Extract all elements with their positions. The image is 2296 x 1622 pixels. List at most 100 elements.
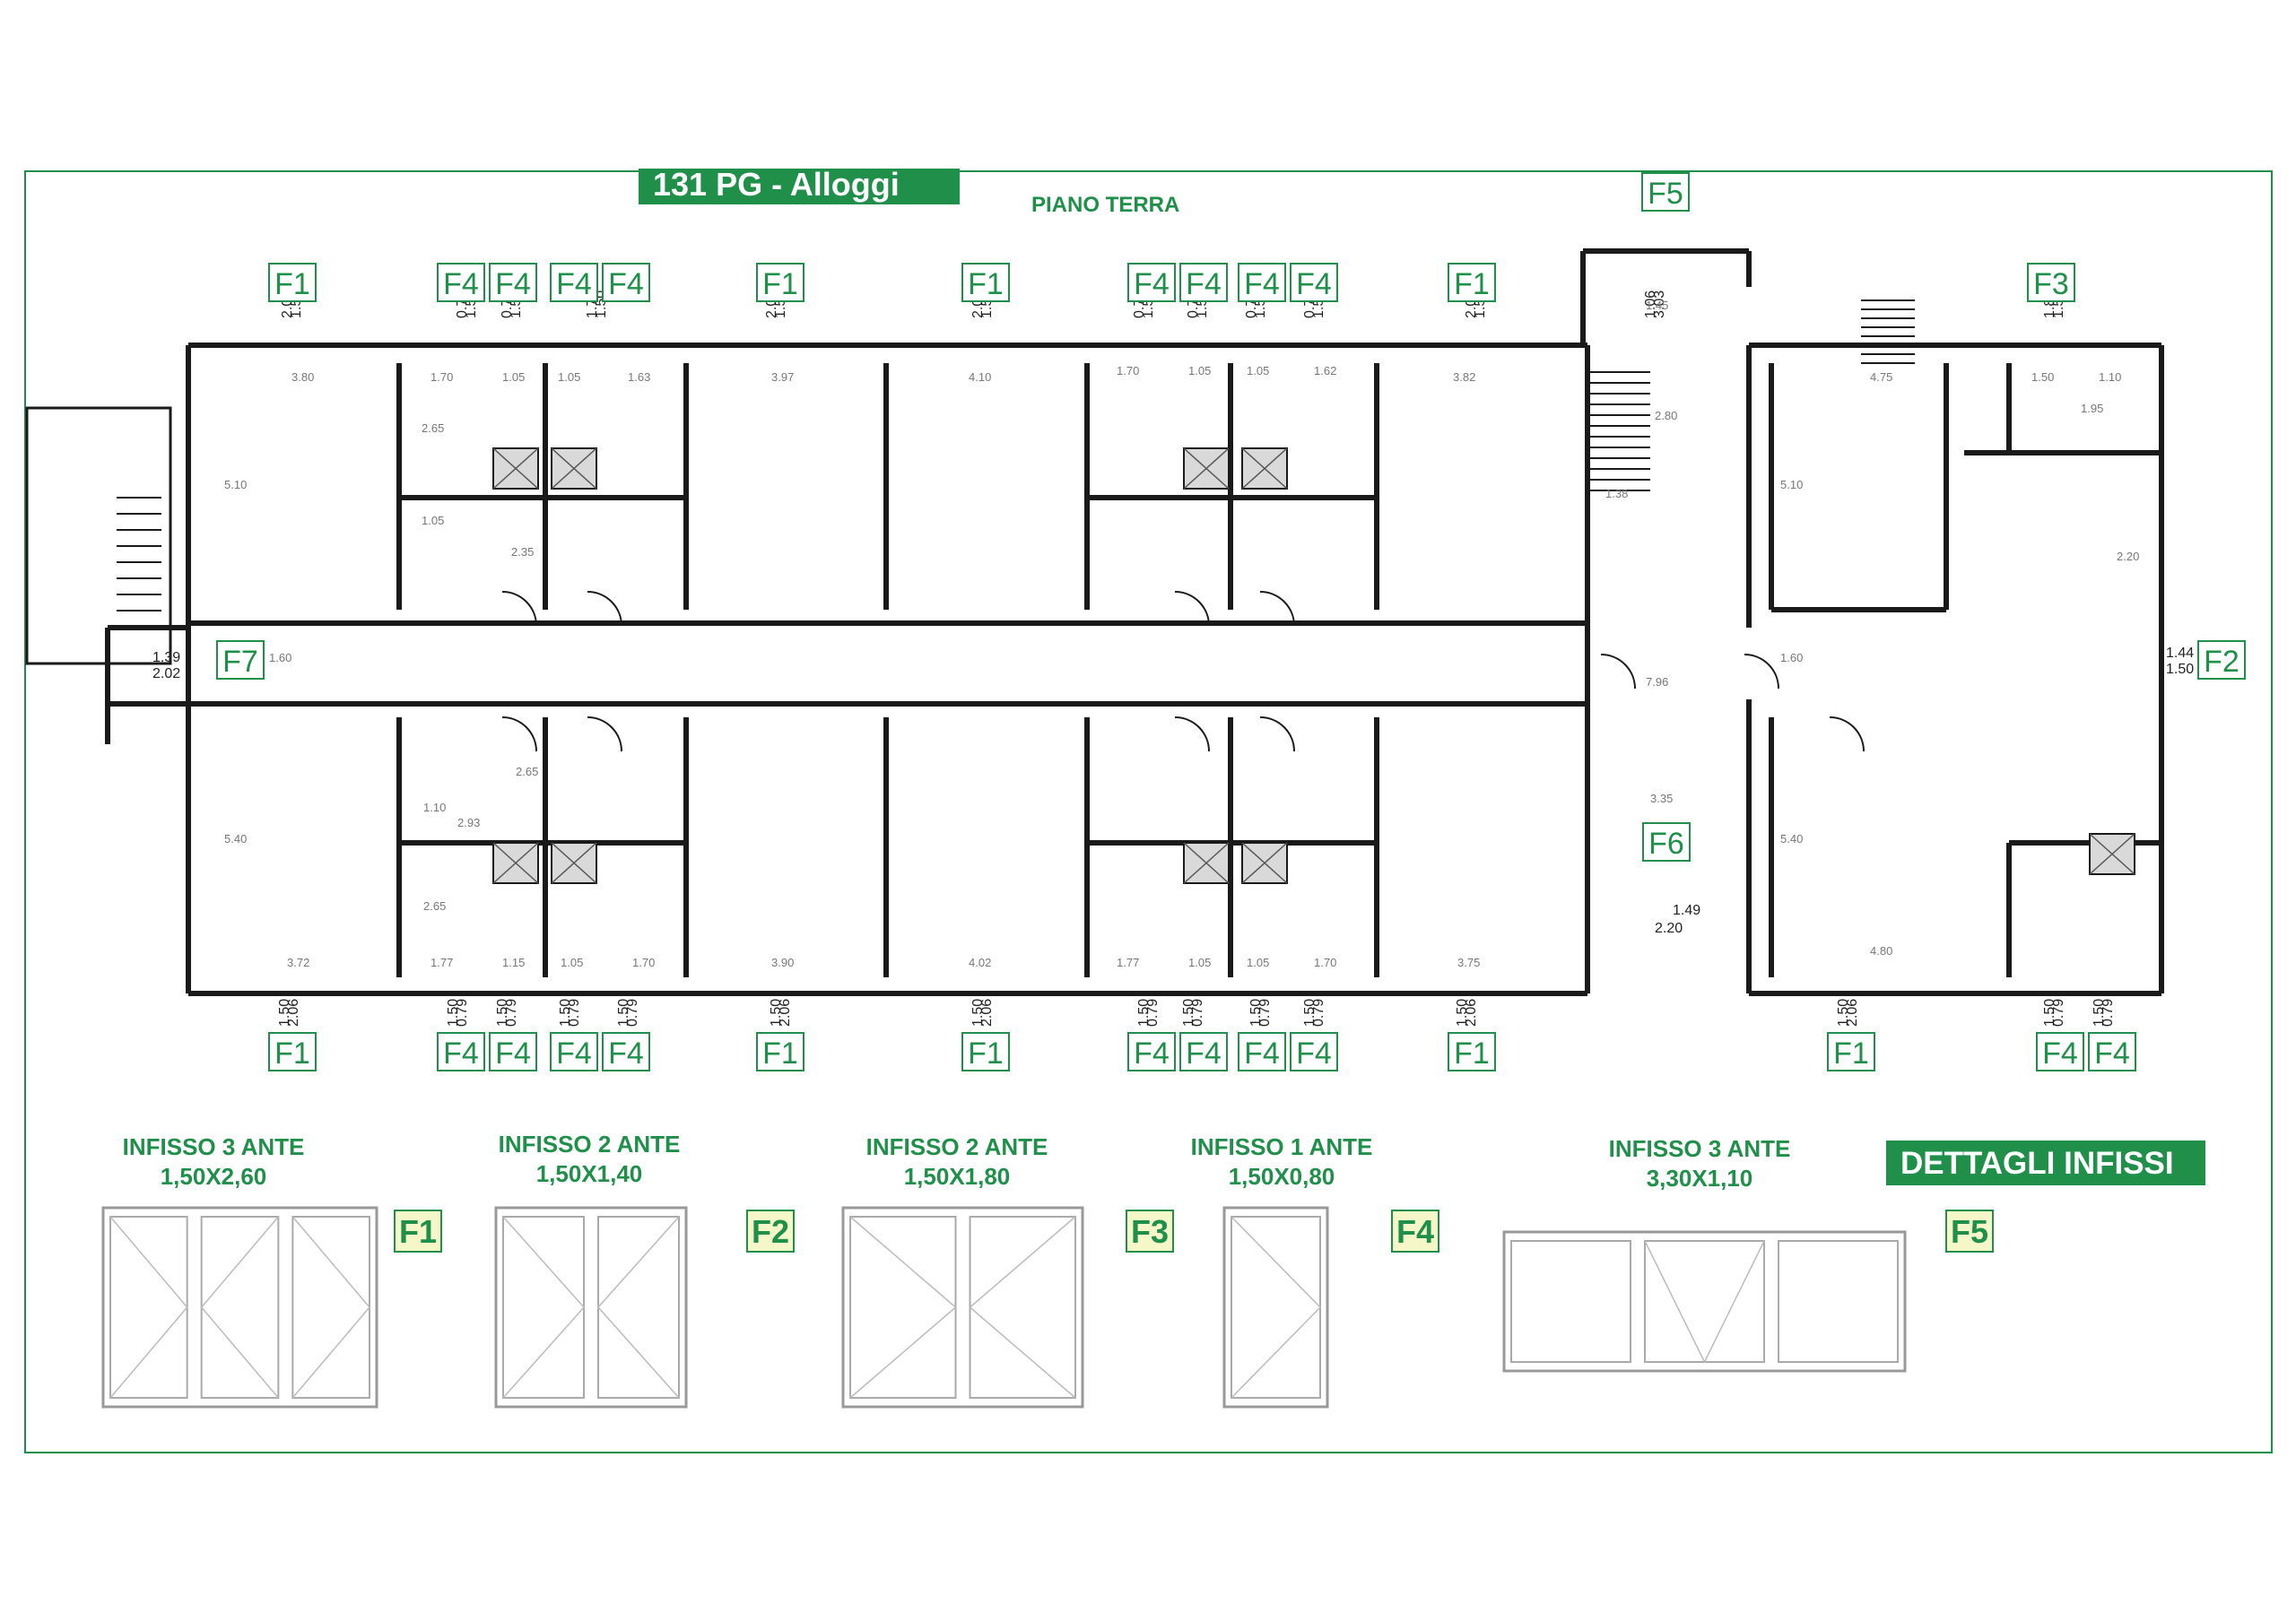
room-dimension: 1.70 (1117, 364, 1139, 377)
room-dimension: 2.65 (516, 765, 538, 778)
window-tag-bottom: F4 (1134, 1037, 1170, 1071)
room-dimension: 1.05 (1247, 956, 1269, 969)
window-tag-side-box (216, 640, 265, 680)
dimension-label: 0.79 (455, 999, 470, 1027)
window-sash (1778, 1240, 1899, 1363)
window-sash (1231, 1216, 1321, 1399)
dimension-label: 1.50 (495, 999, 510, 1027)
dimension-label: 1.39 (152, 650, 180, 665)
window-tag-top: F4 (1296, 267, 1332, 301)
room-dimension: 1.63 (628, 370, 650, 384)
room-dimension: 1.77 (430, 956, 453, 969)
window-tag-bottom: F4 (1296, 1037, 1332, 1071)
window-type-title: INFISSO 2 ANTE (499, 1131, 681, 1158)
dimension-label: 2.06 (778, 999, 793, 1027)
dimension-label: 1.50 (769, 999, 784, 1027)
room-dimension: 3.35 (1650, 792, 1673, 805)
window-tag-bottom-box (437, 1032, 485, 1071)
opening-mark (849, 1216, 957, 1399)
opening-mark (200, 1216, 279, 1399)
window-tag-top-box (1179, 263, 1228, 302)
legend-tag: F3 (1131, 1213, 1169, 1250)
room-dimension: 4.02 (969, 956, 991, 969)
room-dimension: 2.93 (457, 816, 480, 829)
room-dimension: 2.20 (2117, 550, 2139, 563)
details-title: DETTAGLI INFISSI (1900, 1146, 2174, 1181)
window-tag-bottom: F4 (1244, 1037, 1280, 1071)
window-sash (849, 1216, 957, 1399)
door-swing (587, 716, 622, 752)
opening-mark (502, 1216, 586, 1399)
shower-cross (1241, 842, 1288, 884)
window-tag-side-box (2197, 640, 2246, 680)
shower-cross (1183, 842, 1230, 884)
shower-cross (551, 842, 597, 884)
window-tag-top-box (489, 263, 537, 302)
shower-cross (1241, 447, 1288, 490)
window-tag-top-box (1127, 263, 1176, 302)
room-dimension: 1.15 (502, 956, 525, 969)
window-tag-bottom: F4 (608, 1037, 644, 1071)
window-size: 3,30X1,10 (1647, 1165, 1753, 1192)
sheet-title: 131 PG - Alloggi (653, 166, 900, 203)
legend-tag: F2 (752, 1213, 789, 1250)
floor-label: PIANO TERRA (1031, 193, 1179, 217)
window-tag-top: F1 (968, 267, 1004, 301)
room-dimension: 4.75 (1870, 370, 1892, 384)
window-tag-top-box (1641, 172, 1690, 212)
dimension-label: 0.79 (1145, 999, 1161, 1027)
window-tag-top-box (550, 263, 598, 302)
room-dimension: 2.65 (423, 899, 446, 913)
legend-tag: F1 (399, 1213, 437, 1250)
window-type-title: INFISSO 3 ANTE (1609, 1135, 1791, 1162)
door-swing (1829, 716, 1865, 752)
window-tag-top: F3 (2033, 267, 2069, 301)
window-tag-bottom: F1 (762, 1037, 798, 1071)
shower-cross (1183, 447, 1230, 490)
dimension-label: 2.20 (1655, 921, 1683, 936)
room-dimension: 4.80 (1870, 944, 1892, 958)
window-tag-bottom-box (550, 1032, 598, 1071)
room-dimension: 2.65 (422, 421, 444, 435)
details-banner (1886, 1141, 2205, 1185)
window-tag-bottom-box (268, 1032, 317, 1071)
opening-mark (291, 1216, 370, 1399)
room-dimension: 1.05 (502, 370, 525, 384)
dimension-label: 0.79 (1257, 999, 1273, 1027)
room-dimension: 1.70 (430, 370, 453, 384)
window-sash (200, 1216, 280, 1399)
window-frame (101, 1206, 378, 1409)
window-tag-top: F5 (1648, 177, 1683, 211)
window-frame (1502, 1230, 1907, 1373)
room-dimension: 1.60 (269, 651, 291, 664)
door-swing (501, 591, 537, 627)
window-tag-top: F4 (556, 267, 592, 301)
dimension-label: 0.79 (2051, 999, 2066, 1027)
shower-cross (551, 447, 597, 490)
window-tag-side: F7 (222, 645, 258, 679)
window-tag-top-box (268, 263, 317, 302)
dimension-label: 1.50 (1136, 999, 1152, 1027)
room-dimension: 1.50 (2031, 370, 2054, 384)
window-tag-bottom: F1 (1833, 1037, 1869, 1071)
window-tag-bottom: F1 (1454, 1037, 1490, 1071)
window-tag-top: F4 (608, 267, 644, 301)
room-dimension: 3.90 (771, 956, 794, 969)
opening-mark (969, 1216, 1076, 1399)
room-dimension: 1.45 (1646, 299, 1668, 312)
dimension-label: 1.50 (970, 999, 986, 1027)
dimension-label: 1.50 (2042, 999, 2057, 1027)
dimension-label: 3.03 (1652, 291, 1667, 318)
dimension-label: 1.50 (1248, 999, 1264, 1027)
window-tag-bottom-box (1290, 1032, 1338, 1071)
dimension-label: 1.50 (1181, 999, 1196, 1027)
dimension-label: 1.50 (1455, 999, 1470, 1027)
sheet-border (24, 170, 2273, 1453)
door-swing (587, 591, 622, 627)
window-tag-top-box (602, 263, 650, 302)
window-tag-bottom: F4 (2042, 1037, 2078, 1071)
window-type-title: INFISSO 2 ANTE (866, 1133, 1048, 1160)
room-dimension: 1.05 (1188, 364, 1211, 377)
